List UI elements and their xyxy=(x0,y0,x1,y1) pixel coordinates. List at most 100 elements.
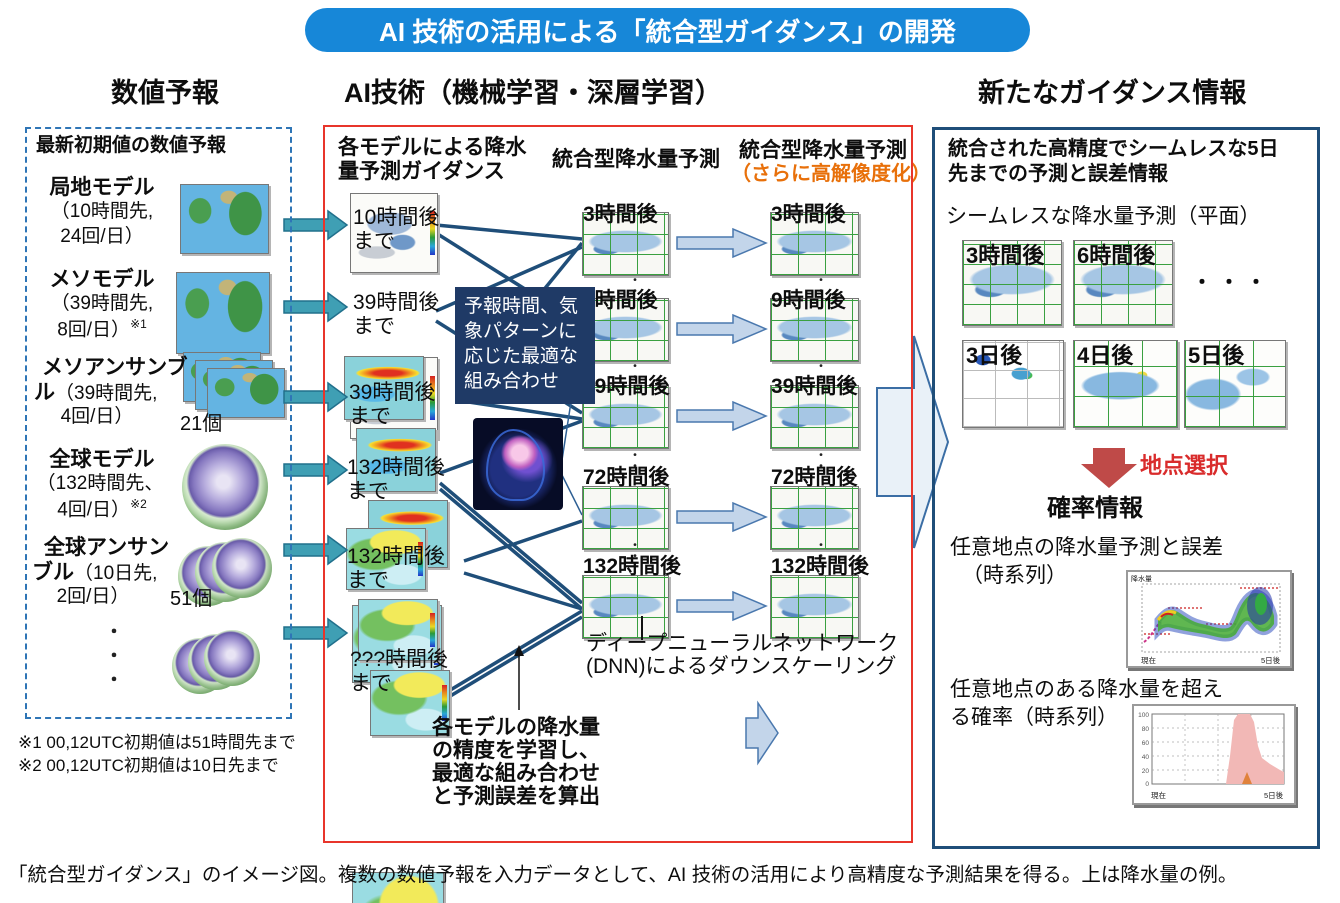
dots: ・・ xyxy=(814,360,826,382)
integrated-map-39h xyxy=(582,385,669,449)
hour-label: 3時間後 xyxy=(966,243,1045,268)
hires-arrow xyxy=(676,501,768,533)
learn-text-line1: 各モデルの降水量 xyxy=(432,716,600,739)
guidance-label: 132時間後 xyxy=(347,456,446,479)
probability-chart: 100 80 60 40 20 0 現在 5日後 xyxy=(1132,704,1296,805)
input-arrow xyxy=(283,617,349,649)
mesoens-count: 21個 xyxy=(180,413,223,435)
point-select-arrow xyxy=(1081,448,1137,488)
ytick: 60 xyxy=(1142,740,1150,747)
model-global-detail2: 4回/日）※2 xyxy=(57,497,147,521)
day-label: 3日後 xyxy=(966,343,1023,368)
footnote-ref-1: ※1 xyxy=(130,317,147,331)
ytick: 100 xyxy=(1138,712,1149,719)
ytick: 40 xyxy=(1142,754,1150,761)
nwp-box-title: 最新初期値の数値予報 xyxy=(36,135,227,156)
globalens-count: 51個 xyxy=(170,588,213,610)
model-globalens-detail1: ブル（10日先, xyxy=(32,561,158,584)
model-meso-detail2: 8回/日）※1 xyxy=(57,317,147,341)
integrated-map-9h xyxy=(582,298,669,362)
dots: ・・ xyxy=(814,449,826,471)
timeseries-title-line2: （時系列） xyxy=(962,564,1067,587)
map-layer xyxy=(356,428,436,492)
guidance-label: 39時間後 xyxy=(349,381,436,404)
model-globalens-detail2: 2回/日） xyxy=(56,586,130,607)
learn-arrow-up xyxy=(514,645,524,710)
hires-subheader: （さらに高解像度化） xyxy=(731,163,931,185)
guidance-label: まで xyxy=(350,672,392,695)
dnn-connector-line xyxy=(641,616,643,640)
hires-map-3h xyxy=(770,212,859,276)
probability-title-line2: る確率（時系列） xyxy=(950,706,1118,729)
timeseries-chart: 降水量 現在 5日後 xyxy=(1126,570,1292,668)
day-label: 4日後 xyxy=(1077,343,1134,368)
model-local-detail2: 24回/日） xyxy=(60,226,144,247)
model-meso-name: メソモデル xyxy=(49,268,155,291)
guidance-map-unknown xyxy=(352,872,444,903)
seamless-map-day4 xyxy=(1073,340,1178,428)
learn-text-line2: の精度を学習し、 xyxy=(432,739,600,762)
globe-model xyxy=(182,444,268,530)
dots: ・・ xyxy=(814,274,826,296)
timeseries-title-line1: 任意地点の降水量予測と誤差 xyxy=(950,536,1223,559)
map-stack-mesoens xyxy=(183,352,287,422)
model-local-name: 局地モデル xyxy=(49,176,155,199)
model-meso-detail1: （39時間先, xyxy=(50,293,154,314)
guidance-label: まで xyxy=(347,480,389,503)
chart-x0: 現在 xyxy=(1141,655,1157,665)
footnote-1: ※1 00,12UTC初期値は51時間先まで xyxy=(18,733,296,752)
model-mesoens-name: メソアンサンブ xyxy=(42,356,188,379)
step-label: 39時間後 xyxy=(771,375,858,398)
step-label: 3時間後 xyxy=(583,203,658,226)
learn-text-line3: 最適な組み合わせ xyxy=(432,762,600,785)
hires-map-9h xyxy=(770,298,859,362)
input-arrow xyxy=(283,381,349,413)
probability-header: 確率情報 xyxy=(1047,495,1143,522)
combo-line2: 象パターンに xyxy=(464,321,578,342)
integrated-header: 統合型降水量予測 xyxy=(552,148,720,171)
globe xyxy=(212,538,272,598)
dnn-label-line2: (DNN)によるダウンスケーリング xyxy=(586,655,897,678)
combo-line3: 応じた最適な xyxy=(464,346,579,367)
step-label: 72時間後 xyxy=(583,466,670,489)
combination-note-box: 予報時間、気 象パターンに 応じた最適な 組み合わせ xyxy=(455,287,595,404)
input-arrow xyxy=(283,291,349,323)
guidance-header-line1: 各モデルによる降水 xyxy=(338,136,527,159)
probability-chart-svg: 100 80 60 40 20 0 現在 5日後 xyxy=(1138,712,1285,800)
model-mesoens-detail2: 4回/日） xyxy=(60,406,134,427)
step-label: 132時間後 xyxy=(583,555,682,578)
hires-map-132h xyxy=(770,575,859,639)
timeseries-chart-svg: 降水量 現在 5日後 xyxy=(1131,574,1281,665)
point-select-label: 地点選択 xyxy=(1140,453,1229,478)
chart-x0: 現在 xyxy=(1151,790,1167,800)
guidance-label: まで xyxy=(353,230,395,253)
seamless-map-day3 xyxy=(962,340,1064,428)
hires-arrow xyxy=(676,590,768,622)
model-global-name: 全球モデル xyxy=(49,448,155,471)
model-globalens-name: 全球アンサン xyxy=(44,536,170,559)
map-layer xyxy=(344,356,424,420)
dots: ・・ xyxy=(814,539,826,561)
chart-x1: 5日後 xyxy=(1264,790,1284,800)
chart-x1: 5日後 xyxy=(1261,655,1281,665)
hires-map-72h xyxy=(770,486,859,550)
integrated-map-72h xyxy=(582,486,669,550)
column-header-nwp: 数値予報 xyxy=(111,78,219,108)
hires-header: 統合型降水量予測 xyxy=(739,139,907,162)
combo-line1: 予報時間、気 xyxy=(464,296,579,317)
downscale-arrow xyxy=(745,700,779,766)
output-header-line1: 統合された高精度でシームレスな5日 xyxy=(948,138,1279,160)
figure-caption: 「統合型ガイダンス」のイメージ図。複数の数値予報を入力データとして、AI 技術の… xyxy=(8,864,1238,886)
seamless-title: シームレスな降水量予測（平面） xyxy=(946,205,1261,228)
globe-stack-more xyxy=(172,630,268,696)
guidance-label: 39時間後 xyxy=(353,291,440,314)
step-label: 39時間後 xyxy=(583,375,670,398)
guidance-label: まで xyxy=(349,405,391,428)
footnote-2: ※2 00,12UTC初期値は10日先まで xyxy=(18,756,279,775)
output-arrow xyxy=(876,335,950,549)
map-local-model xyxy=(180,184,269,254)
hires-arrow xyxy=(676,313,768,345)
chart-ylabel: 降水量 xyxy=(1131,574,1152,583)
title-banner: AI 技術の活用による「統合型ガイダンス」の開発 xyxy=(305,8,1030,52)
